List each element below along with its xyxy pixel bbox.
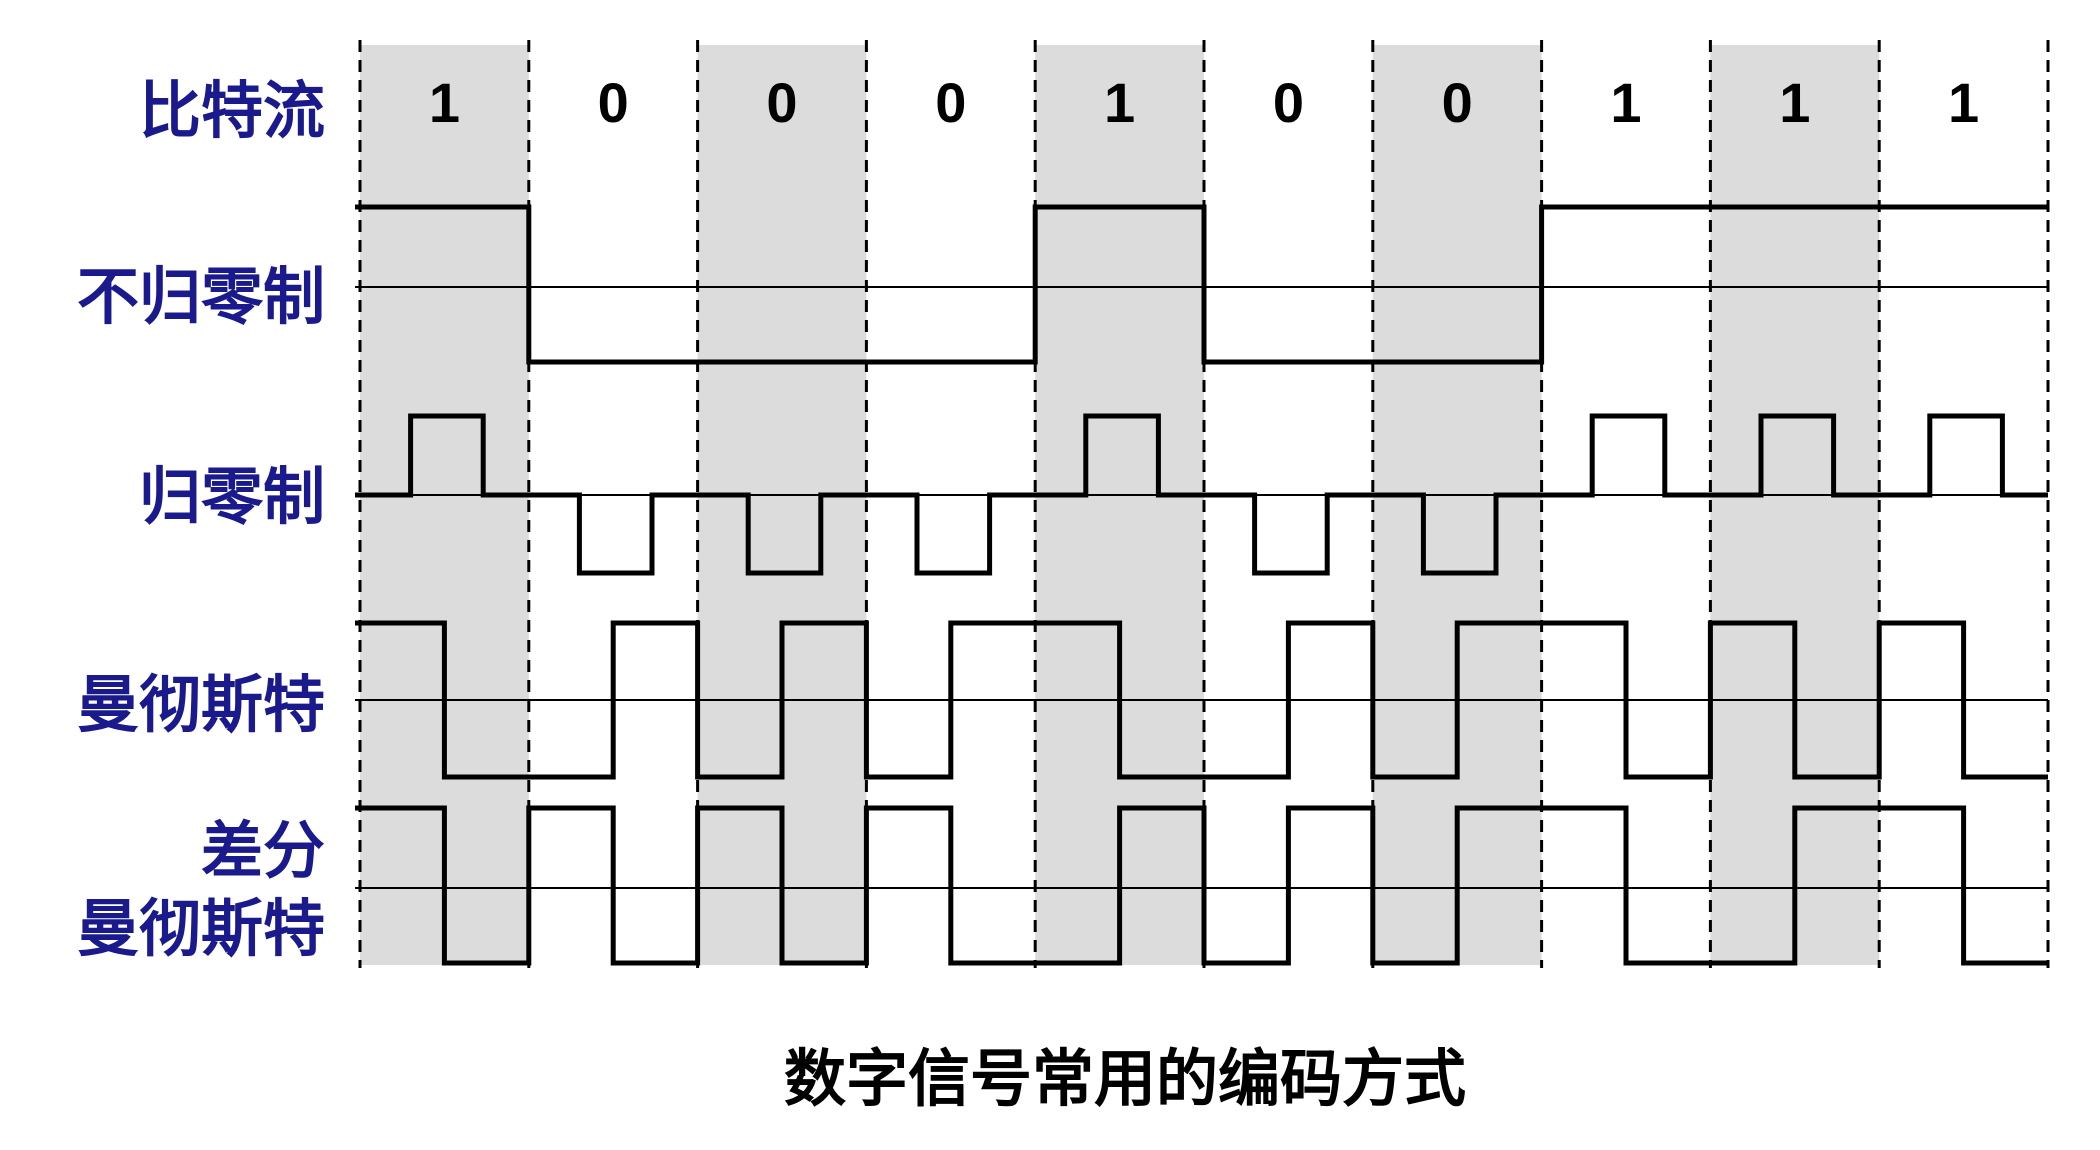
caption: 数字信号常用的编码方式 (784, 1042, 1466, 1115)
label-nrz: 不归零制 (77, 260, 325, 333)
label-rz: 归零制 (139, 460, 325, 533)
bit-value: 1 (1779, 71, 1810, 134)
bit-dividers (358, 40, 2050, 968)
label-manchester: 曼彻斯特 (77, 668, 325, 741)
bit-value: 0 (935, 71, 966, 134)
bit-values: 1 0 0 0 1 0 0 1 1 1 (429, 71, 1979, 134)
bit-value: 1 (429, 71, 460, 134)
wave-manchester (355, 620, 2048, 780)
wave-rz (355, 413, 2048, 576)
bit-value: 0 (1273, 71, 1304, 134)
waveforms (355, 204, 2048, 966)
bit-value: 0 (1442, 71, 1473, 134)
label-diff-line2: 曼彻斯特 (77, 892, 325, 965)
wave-nrz (355, 204, 2048, 365)
bit-value: 1 (1610, 71, 1641, 134)
label-bitstream: 比特流 (139, 74, 325, 147)
bit-value: 1 (1104, 71, 1135, 134)
wave-diff-manchester (355, 805, 2048, 966)
label-diff-line1: 差分 (201, 814, 325, 887)
bit-value: 0 (598, 71, 629, 134)
bit-value: 1 (1948, 71, 1979, 134)
bit-value: 0 (766, 71, 797, 134)
